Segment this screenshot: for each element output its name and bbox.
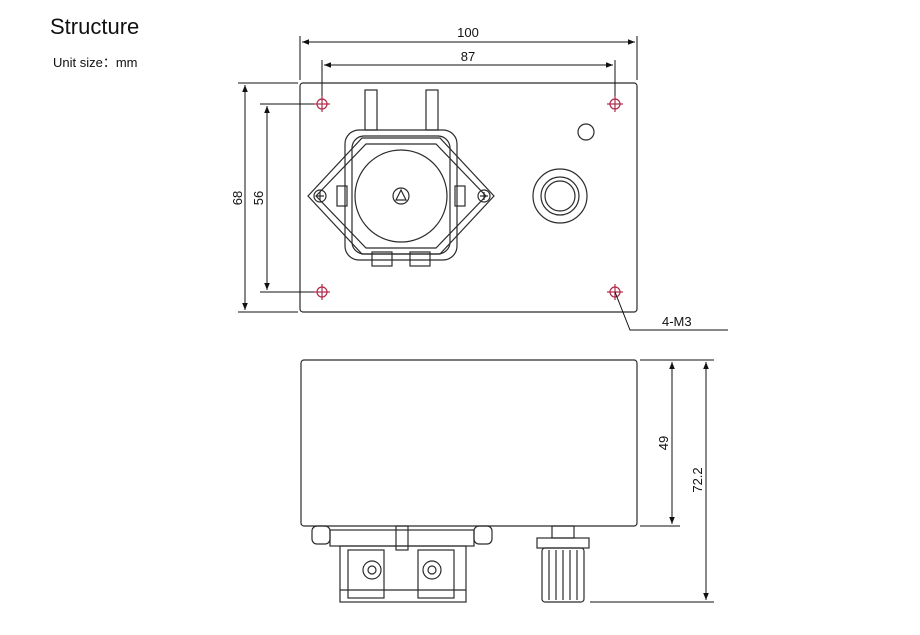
motor-body [300, 359, 638, 527]
side-pump-head [311, 525, 493, 603]
front-plate [299, 82, 638, 313]
side-knob [536, 525, 590, 603]
pump-head [307, 89, 495, 267]
top-view [299, 82, 638, 313]
mount-hole-bottom-left [314, 284, 330, 300]
dim-body-depth: 49 [656, 436, 671, 450]
dim-hole-spacing-height: 56 [251, 191, 266, 205]
mount-hole-top-right [607, 96, 623, 112]
dimension-labels: 100 87 68 56 4-M3 49 72.2 [230, 25, 705, 493]
side-view [300, 359, 638, 603]
dim-hole-spacing-width: 87 [461, 49, 475, 64]
speed-knob [532, 168, 588, 224]
page-title: Structure [50, 14, 140, 39]
dim-overall-height: 68 [230, 191, 245, 205]
dim-total-depth: 72.2 [690, 467, 705, 492]
dim-overall-width: 100 [457, 25, 479, 40]
indicator-led [577, 123, 595, 141]
unit-note: Unit size：mm [53, 55, 138, 70]
mount-hole-top-left [314, 96, 330, 112]
dim-holes: 4-M3 [662, 314, 692, 329]
